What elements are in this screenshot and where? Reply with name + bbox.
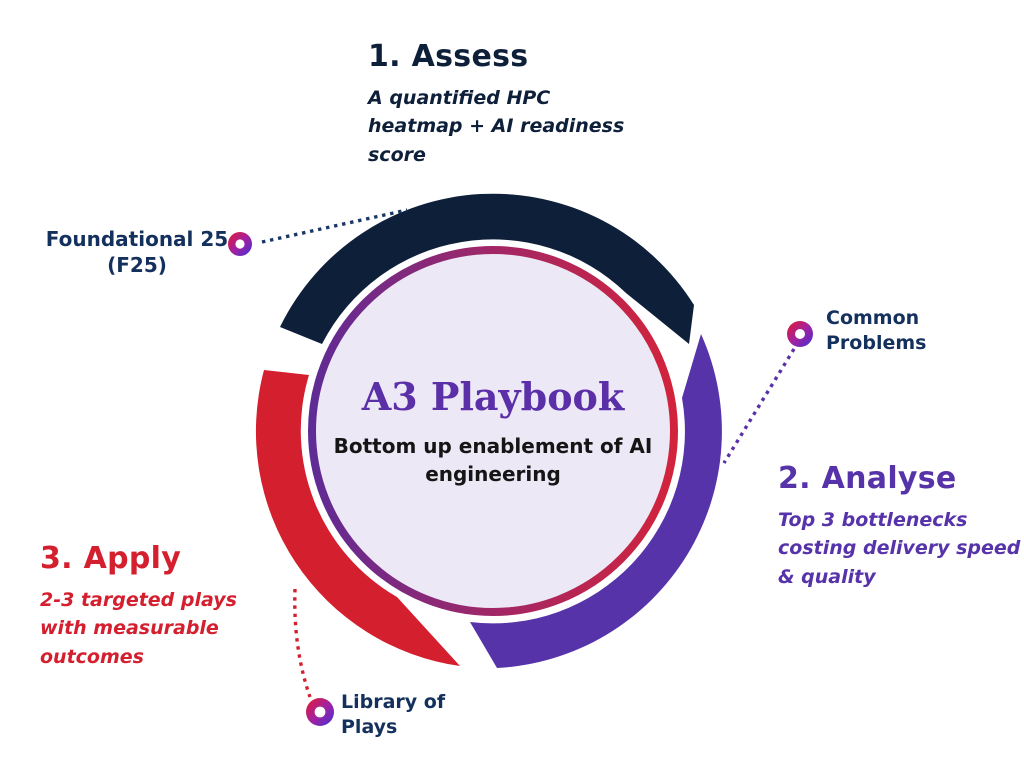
center-circle (308, 246, 678, 616)
foundational-ring-icon (228, 232, 252, 256)
common-problems-ring-icon (787, 321, 813, 347)
library-label-line1: Library of (341, 691, 446, 713)
assess-heading: 1. Assess (368, 39, 529, 74)
apply-stage-block: 3. Apply 2-3 targeted plays with measura… (40, 541, 258, 671)
common-problems-callout-label: Common Problems (826, 306, 958, 356)
common-problems-label-line1: Common (826, 307, 920, 329)
assess-description: A quantified HPC heatmap + AI readiness … (368, 86, 625, 166)
foundational-connector-line (261, 208, 408, 244)
library-ring-icon (306, 698, 334, 726)
analyse-description: Top 3 bottlenecks costing delivery speed… (778, 508, 1021, 588)
assess-stage-block: 1. Assess A quantified HPC heatmap + AI … (368, 39, 630, 169)
common-problems-label-line2: Problems (826, 332, 927, 355)
center-subtitle: Bottom up enablement of AI engineering (333, 433, 653, 486)
apply-description: 2-3 targeted plays with measurable outco… (40, 588, 237, 668)
common-problems-connector-line (722, 348, 796, 464)
library-connector-line (293, 588, 312, 698)
analyse-stage-block: 2. Analyse Top 3 bottlenecks costing del… (778, 461, 1024, 591)
center-title: A3 Playbook (361, 374, 625, 419)
apply-arc (255, 370, 460, 666)
apply-heading: 3. Apply (40, 541, 182, 576)
analyse-heading: 2. Analyse (778, 461, 957, 496)
analyse-arc (470, 334, 722, 668)
center-text-block: A3 Playbook Bottom up enablement of AI e… (328, 374, 658, 488)
library-label-line2: Plays (341, 716, 398, 739)
assess-arc (280, 193, 694, 344)
library-callout-label: Library of Plays (341, 690, 473, 740)
foundational-callout-label: Foundational 25 (F25) (28, 226, 246, 279)
foundational-label-line1: Foundational 25 (45, 227, 229, 251)
foundational-label-line2: (F25) (107, 253, 167, 278)
